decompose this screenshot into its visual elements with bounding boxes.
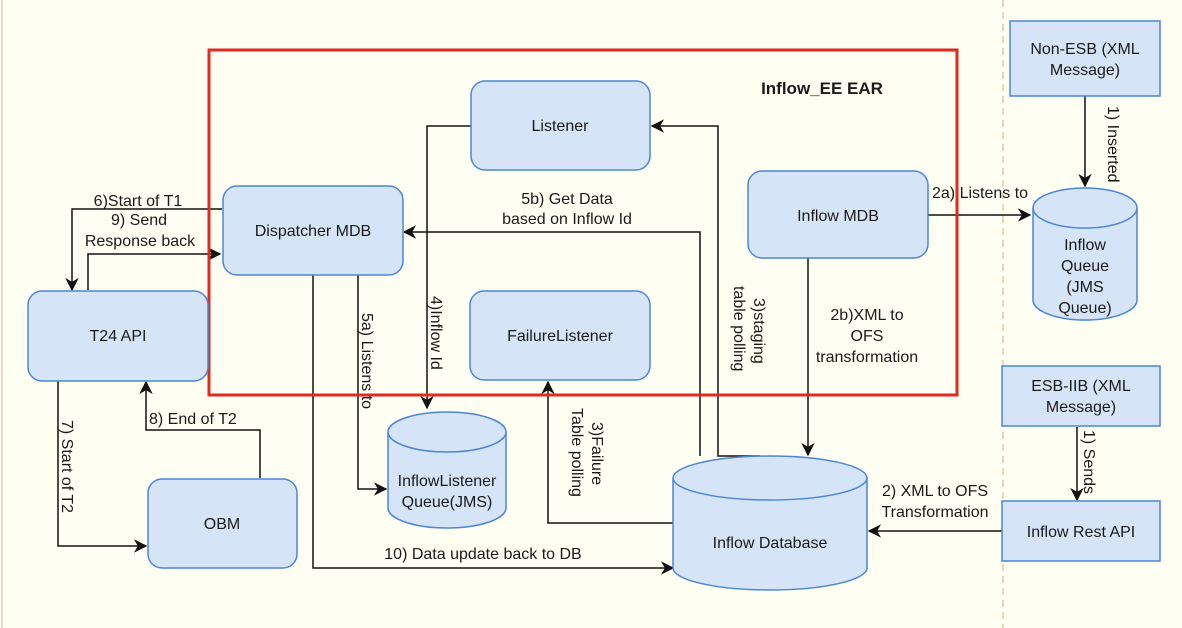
label-sends: 1) Sends [1080, 430, 1097, 494]
inflow-mdb-label: Inflow MDB [797, 208, 879, 225]
non-esb-label-2: Message) [1050, 62, 1120, 79]
label-listens-inflow-queue: 2a) Listens to [932, 185, 1028, 202]
dispatcher-mdb-node[interactable] [222, 185, 404, 276]
dispatcher-mdb-label: Dispatcher MDB [255, 223, 371, 240]
inflow-database-cylinder[interactable] [672, 455, 868, 591]
label-start-t2: 7) Start of T2 [58, 420, 75, 513]
inflow-queue-label-2: Queue [1061, 258, 1109, 275]
inflow-mdb-node[interactable] [747, 170, 929, 259]
t24-api-label: T24 API [90, 328, 147, 345]
listener-label: Listener [532, 118, 590, 135]
label-get-data-2: based on Inflow Id [502, 211, 632, 228]
obm-label: OBM [204, 516, 240, 533]
inflow-listener-queue-label-1: InflowListener [398, 473, 497, 490]
inflow-queue-label-1: Inflow [1064, 237, 1106, 254]
edge-start-t1 [65, 208, 222, 292]
obm-node[interactable] [147, 478, 298, 569]
non-esb-node[interactable] [1009, 20, 1161, 97]
label-end-t2: 8) End of T2 [149, 411, 237, 428]
ear-container [207, 48, 959, 397]
label-failure-1: 3)Failure [588, 422, 605, 485]
edge-listens-queue [357, 275, 388, 496]
inflow-rest-api-node[interactable] [1001, 500, 1161, 562]
label-staging-1: 3)staging [750, 298, 767, 364]
inflow-database-label: Inflow Database [713, 535, 828, 552]
label-xml-ofs-2-2: Transformation [882, 504, 989, 521]
label-start-t1: 6)Start of T1 [94, 193, 183, 210]
esb-iib-label-1: ESB-IIB (XML [1031, 378, 1131, 395]
esb-iib-node[interactable] [1001, 365, 1161, 427]
inflow-listener-queue-label-2: Queue(JMS) [402, 494, 493, 511]
edge-get-data [402, 225, 701, 456]
label-xml-ofs-2b-2: OFS [851, 328, 884, 345]
label-get-data-1: 5b) Get Data [521, 191, 613, 208]
inflow-queue-label-3: (JMS [1066, 279, 1103, 296]
listener-node[interactable] [470, 80, 651, 171]
label-listens-queue: 5a) Listens to [358, 313, 375, 409]
edge-data-update [312, 275, 675, 575]
label-staging-2: table polling [730, 286, 747, 371]
inflow-queue-cylinder[interactable] [1032, 187, 1138, 321]
inflow-listener-queue-cylinder[interactable] [387, 411, 507, 529]
t24-api-node[interactable] [27, 290, 209, 382]
failure-listener-node[interactable] [469, 290, 651, 381]
inflow-queue-label-4: Queue) [1058, 300, 1111, 317]
edge-start-t2 [57, 381, 148, 553]
label-xml-ofs-2b-1: 2b)XML to [830, 307, 903, 324]
label-send-response-1: 9) Send [111, 212, 167, 229]
edge-end-t2 [139, 380, 261, 478]
inflow-rest-api-label: Inflow Rest API [1027, 524, 1136, 541]
edge-failure-polling [541, 380, 673, 524]
label-xml-ofs-2b-3: transformation [816, 349, 918, 366]
edge-staging-polling [650, 119, 760, 457]
label-send-response-2: Response back [85, 233, 196, 250]
label-xml-ofs-2-1: 2) XML to OFS [882, 483, 988, 500]
label-failure-2: Table polling [568, 408, 585, 497]
non-esb-label-1: Non-ESB (XML [1030, 41, 1139, 58]
esb-iib-label-2: Message) [1046, 399, 1116, 416]
failure-listener-label: FailureListener [507, 328, 614, 345]
container-label: Inflow_EE EAR [761, 79, 883, 98]
label-inflow-id: 4)Inflow Id [427, 296, 444, 370]
edge-inflow-id [420, 125, 471, 410]
edge-send-response [87, 247, 222, 290]
label-inserted: 1) Inserted [1104, 106, 1121, 182]
label-data-update: 10) Data update back to DB [384, 546, 581, 563]
